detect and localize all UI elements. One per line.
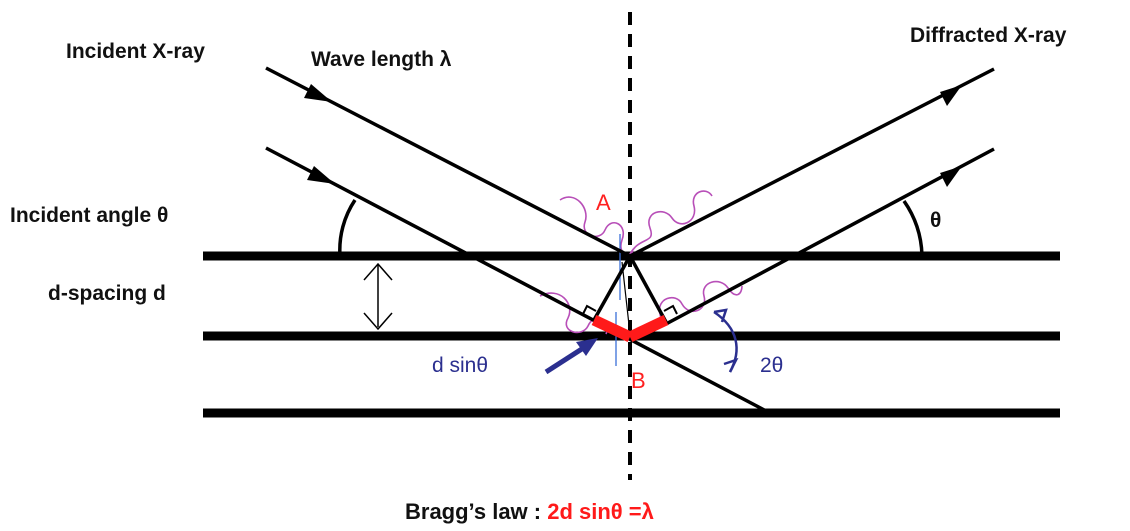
- diffracted-arrowhead-1: [940, 85, 962, 106]
- incident-ray-2: [265, 146, 771, 415]
- right-angle-markers: [582, 304, 678, 315]
- braggs-law-caption: Bragg’s law : 2d sinθ =λ: [405, 499, 654, 524]
- label-incident-xray: Incident X-ray: [66, 40, 205, 63]
- perpendicular-right: [628, 255, 668, 323]
- label-diffracted-xray: Diffracted X-ray: [910, 24, 1067, 47]
- label-d-sin-theta: d sinθ: [432, 354, 488, 377]
- local-normals: [615, 234, 621, 366]
- incident-angle-arc: [338, 199, 357, 257]
- two-theta-head-bottom: [723, 357, 739, 373]
- braggs-law-formula: 2d sinθ =λ: [547, 499, 654, 524]
- path-difference-construction: [592, 255, 668, 335]
- incident-arrowhead-1: [304, 84, 332, 102]
- red-segment-right: [627, 315, 669, 342]
- diffracted-arrowhead-2: [940, 166, 962, 187]
- label-point-a: A: [596, 190, 611, 215]
- d-spacing-head-top: [363, 262, 393, 281]
- incident-arrowhead-2: [307, 166, 335, 184]
- diffracted-rays: [629, 67, 995, 326]
- two-theta-head-top: [713, 308, 728, 323]
- two-theta-arc: [713, 308, 739, 373]
- right-angle-right: [663, 304, 678, 315]
- diffracted-wave-upper: [629, 190, 713, 255]
- thin-a-to-b: [621, 261, 631, 335]
- diffracted-ray-1: [629, 67, 995, 258]
- d-sin-theta-pointer: [544, 338, 598, 375]
- label-incident-angle: Incident angle θ: [10, 204, 168, 227]
- diffracted-arrowheads: [940, 85, 962, 187]
- right-angle-left: [582, 304, 597, 315]
- label-point-b: B: [631, 368, 646, 393]
- diffracted-ray-2: [665, 147, 995, 326]
- red-segment-left: [591, 315, 633, 342]
- d-spacing-head-bottom: [363, 312, 393, 331]
- d-spacing-arrow: [363, 262, 393, 331]
- d-sin-theta-head: [576, 338, 598, 356]
- path-difference-segments: [591, 315, 669, 342]
- braggs-law-prefix: Bragg’s law :: [405, 499, 547, 524]
- perpendicular-left: [592, 255, 632, 321]
- label-wavelength: Wave length λ: [311, 48, 452, 71]
- label-theta-right: θ: [930, 209, 941, 232]
- label-d-spacing: d-spacing d: [48, 282, 166, 305]
- d-sin-theta-shaft: [544, 342, 590, 375]
- diffracted-angle-arc: [902, 199, 924, 257]
- label-two-theta: 2θ: [760, 354, 783, 377]
- incident-arrowheads: [304, 84, 335, 184]
